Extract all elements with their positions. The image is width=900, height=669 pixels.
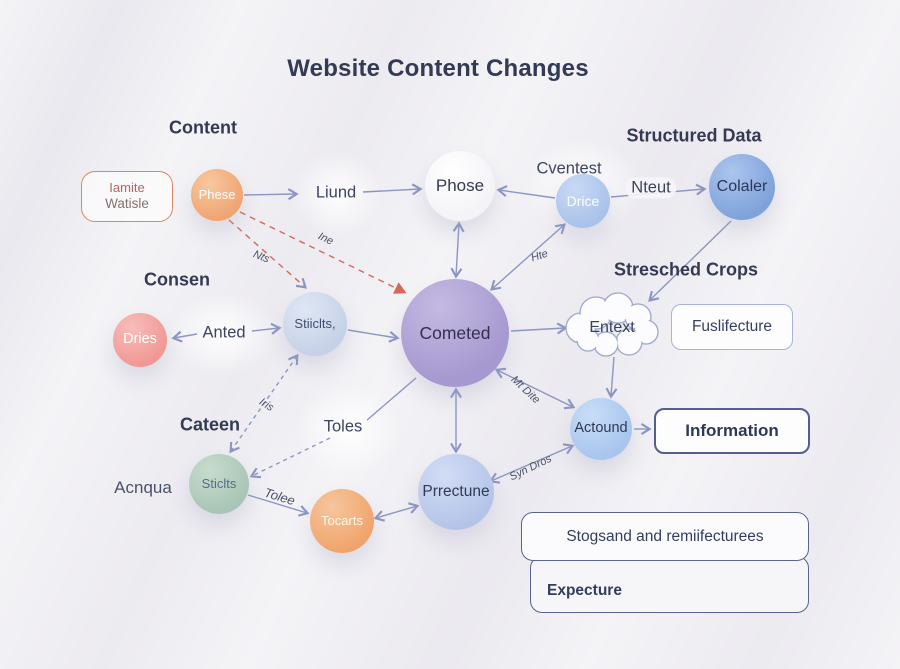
cloud-fill bbox=[567, 294, 657, 355]
edge-sticlts-tocarts bbox=[247, 494, 310, 517]
node-drice: Drice bbox=[556, 174, 610, 228]
node-cometed: Cometed bbox=[401, 279, 509, 387]
heading-cateen: Cateen bbox=[179, 414, 241, 435]
edge-cometed-actound bbox=[494, 367, 576, 410]
node-colaler-label: Colaler bbox=[716, 177, 768, 195]
heading-consen: Consen bbox=[143, 269, 211, 290]
box-information: Information bbox=[654, 408, 810, 454]
soft-blob bbox=[291, 151, 383, 237]
node-actound: Actound bbox=[570, 398, 632, 460]
box-stogsand: Stogsand and remiifecturees bbox=[521, 512, 809, 561]
label-nteut: Nteut bbox=[625, 177, 677, 199]
edge-stiiclts-sticlts-dashed bbox=[229, 353, 299, 454]
node-phose: Phose bbox=[425, 151, 495, 221]
box-information-label: Information bbox=[685, 421, 779, 440]
node-prrectune-label: Prrectune bbox=[422, 482, 490, 500]
edge-phese-stiiclts-dashed bbox=[228, 219, 308, 289]
edge-colaler-entext bbox=[648, 220, 732, 302]
label-toles: Toles bbox=[323, 417, 363, 436]
node-phose-label: Phose bbox=[435, 176, 485, 196]
node-colaler: Colaler bbox=[709, 154, 775, 220]
node-tocarts-label: Tocarts bbox=[321, 513, 363, 529]
edge-liund-phose bbox=[362, 183, 423, 196]
edge-entext-actound bbox=[605, 356, 618, 399]
heading-structured-data: Structured Data bbox=[626, 125, 762, 146]
box-expecture-label: Expecture bbox=[547, 582, 622, 599]
edge-toles-sticlts-dashed bbox=[249, 437, 331, 479]
node-actound-label: Actound bbox=[574, 420, 628, 437]
node-dries-label: Dries bbox=[123, 331, 157, 348]
edge-cometed-entext bbox=[510, 322, 568, 335]
label-acnqua: Acnqua bbox=[114, 478, 172, 497]
heading-content: Content bbox=[169, 117, 237, 138]
edge-stiiclts-cometed bbox=[347, 329, 400, 343]
soft-blob bbox=[296, 384, 400, 476]
box-stogsand-label: Stogsand and remiifecturees bbox=[566, 527, 764, 545]
node-entext-label: Entext bbox=[589, 319, 635, 336]
box-iamite: Iamite Watisle bbox=[81, 171, 173, 222]
box-fuslifecture: Fuslifecture bbox=[671, 304, 793, 350]
node-dries: Dries bbox=[113, 313, 167, 367]
edge-tocarts-prrectune bbox=[373, 502, 420, 522]
box-expecture: Expecture bbox=[530, 556, 809, 613]
heading-stresched-crops: Stresched Crops bbox=[613, 259, 759, 280]
edge-cometed-toles bbox=[366, 377, 417, 421]
node-drice-label: Drice bbox=[566, 192, 600, 209]
edge-prrectune-actound bbox=[488, 443, 575, 484]
edge-phese-liund bbox=[243, 188, 299, 201]
node-sticlts: Sticlts bbox=[189, 454, 249, 514]
node-stiiclts: Stiiclts, bbox=[283, 292, 347, 356]
box-fuslifecture-label: Fuslifecture bbox=[691, 318, 773, 335]
node-phese-label: Phese bbox=[198, 187, 236, 203]
node-prrectune: Prrectune bbox=[418, 454, 494, 530]
box-iamite-line2: Watisle bbox=[105, 196, 149, 212]
label-cventest: Cventest bbox=[536, 159, 602, 178]
edge-anted-dries bbox=[171, 330, 198, 343]
label-anted: Anted bbox=[202, 323, 246, 342]
edge-cometed-drice bbox=[490, 223, 566, 291]
edge-anted-stiiclts bbox=[251, 322, 282, 335]
node-cometed-label: Cometed bbox=[419, 322, 491, 343]
node-sticlts-label: Sticlts bbox=[201, 476, 237, 492]
node-phese: Phese bbox=[191, 169, 243, 221]
edge-drice-phose bbox=[496, 185, 556, 199]
edge-phese-cometed-dashed bbox=[239, 211, 407, 294]
node-tocarts: Tocarts bbox=[310, 489, 374, 553]
page-title: Website Content Changes bbox=[287, 55, 589, 82]
edge-phose-cometed bbox=[450, 221, 465, 279]
label-liund: Liund bbox=[315, 183, 357, 202]
node-stiiclts-label: Stiiclts, bbox=[294, 316, 336, 332]
box-iamite-line1: Iamite bbox=[109, 180, 145, 196]
